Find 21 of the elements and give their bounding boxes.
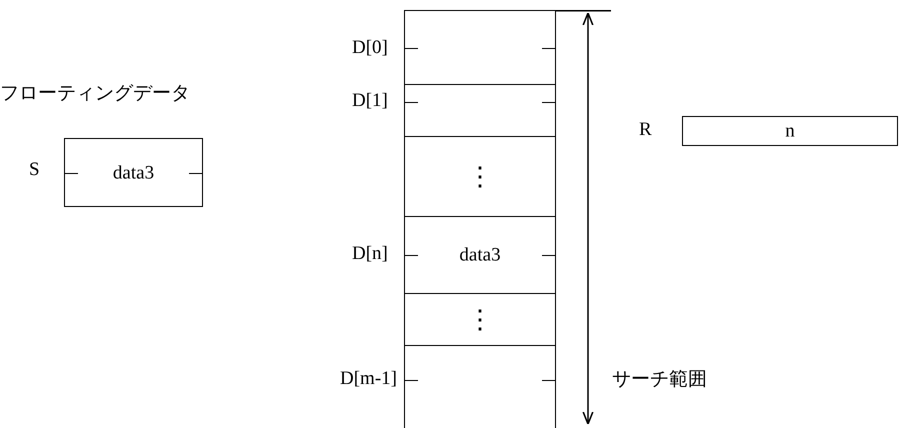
index-label: D[n] <box>352 244 388 265</box>
cell-text: ⋮ <box>467 306 493 332</box>
memory-cell <box>404 217 556 294</box>
memory-cell <box>404 85 556 137</box>
memory-cell <box>404 10 556 85</box>
index-label: D[0] <box>352 38 388 59</box>
range-label: サーチ範囲 <box>612 370 707 391</box>
heading: フローティングデータ <box>0 84 190 105</box>
cell-text: data3 <box>459 246 501 264</box>
register-box <box>64 138 203 207</box>
memory-cell <box>404 346 556 428</box>
register-label: S <box>29 160 40 181</box>
memory-cell <box>404 294 556 346</box>
cell-text: n <box>785 122 795 140</box>
register-label: R <box>639 120 652 141</box>
index-label: D[m-1] <box>340 369 397 390</box>
register-box <box>682 116 898 146</box>
cell-text: data3 <box>112 163 154 182</box>
cell-text: ⋮ <box>467 164 493 190</box>
memory-cell <box>404 137 556 217</box>
index-label: D[1] <box>352 91 388 112</box>
